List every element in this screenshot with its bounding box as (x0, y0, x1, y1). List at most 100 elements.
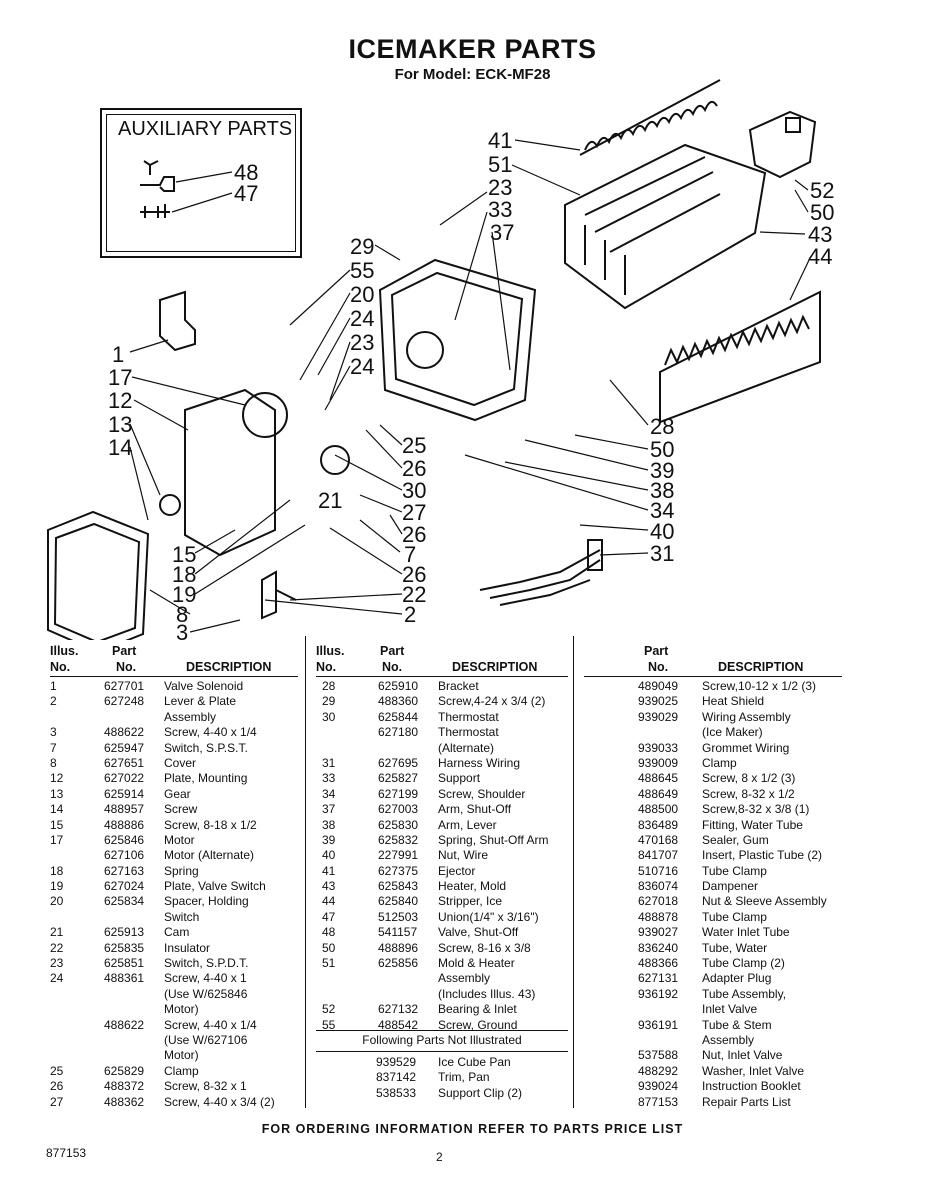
cell-a: 877153 (638, 1094, 679, 1109)
aux-leader-lines (171, 171, 233, 213)
cell-b: 488542 (378, 1017, 419, 1032)
table-row: (Ice Maker) (584, 725, 846, 740)
cell-b: 625844 (378, 709, 419, 724)
cell-b: 488886 (104, 817, 145, 832)
callout-19: 19 (172, 582, 196, 607)
cell-c: (Use W/625846 (164, 986, 248, 1001)
cell-b: 227991 (378, 848, 419, 863)
cell-a: 29 (322, 694, 336, 709)
callout-52: 52 (810, 178, 834, 203)
cell-c: Lever & Plate (164, 694, 237, 709)
cell-a: 936192 (638, 986, 679, 1001)
callout-27: 27 (402, 500, 426, 525)
table-row: 488645 Screw, 8 x 1/2 (3) (584, 771, 846, 786)
cell-a: 488878 (638, 909, 679, 924)
cell-c: Cover (164, 755, 197, 770)
cover-part (47, 510, 150, 640)
callout-30: 30 (402, 478, 426, 503)
cell-b: 625851 (104, 956, 145, 971)
cell-a: 47 (322, 909, 336, 924)
cell-b: 512503 (378, 909, 419, 924)
cell-b: 488361 (104, 971, 145, 986)
cell-a: 837142 (376, 1070, 417, 1085)
column-3-header: Part No. DESCRIPTION (584, 636, 846, 676)
table-row: (Use W/627106 (50, 1033, 300, 1048)
cell-a: 22 (50, 940, 64, 955)
table-row: 488878 Tube Clamp (584, 910, 846, 925)
cell-b: 627003 (378, 802, 419, 817)
table-row: Assembly (584, 1033, 846, 1048)
cell-b: Tube Clamp (702, 909, 767, 924)
cell-c: Valve Solenoid (164, 679, 244, 693)
cell-a: 488292 (638, 1063, 679, 1078)
cell-c: Screw, Shoulder (438, 786, 526, 801)
callout-51: 51 (488, 152, 512, 177)
callout-17: 17 (108, 365, 132, 390)
cell-b: Adapter Plug (702, 971, 772, 986)
cell-c: Valve, Shut-Off (438, 925, 519, 940)
callout-43: 43 (808, 222, 832, 247)
cell-c: Union(1/4" x 3/16") (438, 909, 539, 924)
cell-b: 541157 (378, 925, 418, 940)
cell-b: Screw, 8 x 1/2 (3) (702, 771, 796, 786)
table-row: Motor) (50, 1002, 300, 1017)
callout-20: 20 (350, 282, 374, 307)
cell-a: 33 (322, 771, 336, 786)
callout-41: 41 (488, 128, 512, 153)
column-2-header-rule (316, 676, 568, 677)
callout-21: 21 (318, 488, 342, 513)
cell-c: Assembly (164, 709, 217, 724)
cell-b: Insert, Plastic Tube (2) (702, 848, 823, 863)
cell-b: Water Inlet Tube (702, 925, 790, 940)
cell-a: 489049 (638, 679, 679, 693)
cell-c: Thermostat (438, 725, 499, 740)
document-number: 877153 (46, 1146, 87, 1160)
table-row: Inlet Valve (584, 1002, 846, 1017)
cell-b: 625913 (104, 925, 145, 940)
table-row: 33 625827 Support (316, 771, 568, 786)
cell-b: 488622 (104, 1017, 145, 1032)
cell-c: Clamp (164, 1063, 199, 1078)
cell-a: 836074 (638, 879, 679, 894)
not-illustrated-header: Following Parts Not Illustrated (316, 1033, 568, 1051)
cell-c: Support (438, 771, 481, 786)
callout-44: 44 (808, 244, 832, 269)
cell-b: 627022 (104, 771, 145, 786)
cell-c: Nut, Wire (438, 848, 489, 863)
cell-b: Inlet Valve (702, 1002, 758, 1017)
callout-29: 29 (350, 234, 374, 259)
cell-a: 18 (50, 863, 64, 878)
cell-b: 488362 (104, 1094, 145, 1109)
cell-b: 625827 (378, 771, 419, 786)
cell-a: 3 (50, 725, 57, 740)
cell-a: 488645 (638, 771, 679, 786)
header-part-no: No. (116, 660, 137, 674)
page-title: ICEMAKER PARTS (348, 34, 597, 64)
cell-b: Tube & Stem (702, 1017, 772, 1032)
callout-26: 26 (402, 456, 426, 481)
cell-a: 37 (322, 802, 336, 817)
not-illustrated-rule (316, 1051, 568, 1052)
cell-a: 41 (322, 863, 336, 878)
cell-c: Motor) (164, 1002, 199, 1017)
callout-12: 12 (108, 388, 132, 413)
